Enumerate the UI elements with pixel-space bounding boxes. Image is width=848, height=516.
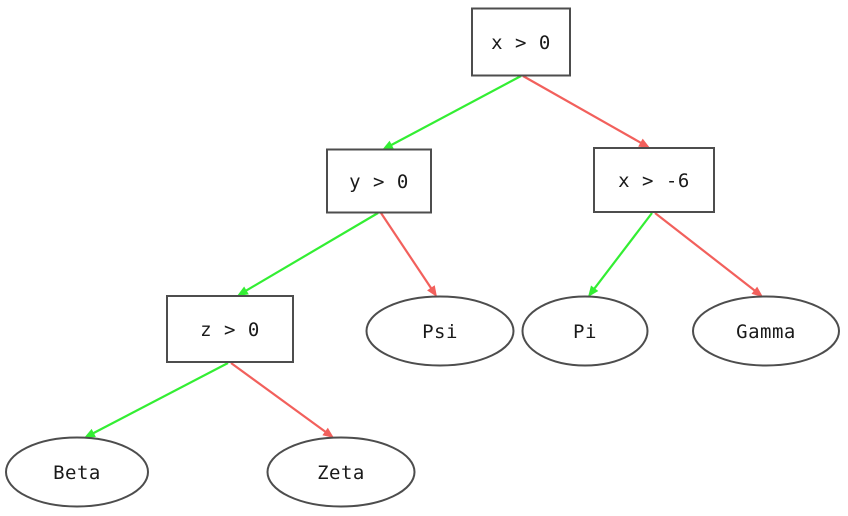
tree-edge-n0-n1 bbox=[382, 75, 522, 150]
decision-node-box[interactable] bbox=[166, 295, 294, 363]
leaf-node-ellipse[interactable] bbox=[5, 436, 149, 508]
tree-edge-n3-n8 bbox=[230, 362, 334, 438]
leaf-node-ellipse[interactable] bbox=[521, 295, 649, 367]
node-label: Psi bbox=[422, 321, 458, 343]
arrowhead-icon bbox=[84, 428, 96, 438]
decision-node-box[interactable] bbox=[593, 147, 715, 213]
tree-node-n7[interactable]: Beta bbox=[5, 436, 149, 508]
tree-node-n3[interactable]: z > 0 bbox=[166, 295, 294, 363]
node-label: y > 0 bbox=[349, 171, 409, 193]
decision-node-box[interactable] bbox=[326, 148, 432, 214]
edges-layer bbox=[84, 75, 763, 438]
node-label: Gamma bbox=[736, 321, 796, 343]
arrowhead-icon bbox=[751, 286, 763, 297]
node-label: x > 0 bbox=[491, 32, 551, 54]
arrowhead-icon bbox=[588, 285, 599, 297]
tree-node-n1[interactable]: y > 0 bbox=[326, 148, 432, 214]
edge-line-true-branch bbox=[91, 362, 229, 435]
leaf-node-ellipse[interactable] bbox=[692, 295, 840, 367]
edge-line-true-branch bbox=[389, 75, 522, 147]
edge-line-true-branch bbox=[592, 212, 653, 291]
decision-node-box[interactable] bbox=[471, 7, 571, 77]
edge-line-false-branch bbox=[380, 212, 433, 291]
node-label: z > 0 bbox=[200, 319, 260, 341]
tree-edge-n1-n3 bbox=[237, 212, 379, 296]
tree-edge-n2-n6 bbox=[654, 212, 763, 297]
edge-line-false-branch bbox=[522, 75, 643, 145]
node-label: Pi bbox=[573, 321, 597, 343]
tree-node-n8[interactable]: Zeta bbox=[266, 436, 416, 508]
tree-edge-n2-n5 bbox=[588, 212, 653, 297]
tree-node-n6[interactable]: Gamma bbox=[692, 295, 840, 367]
arrowhead-icon bbox=[382, 140, 394, 150]
node-label: x > -6 bbox=[618, 170, 690, 192]
arrowhead-icon bbox=[638, 138, 650, 148]
node-label: Beta bbox=[53, 462, 101, 484]
leaf-node-ellipse[interactable] bbox=[266, 436, 416, 508]
edge-line-false-branch bbox=[654, 212, 757, 293]
tree-edge-n1-n4 bbox=[380, 212, 437, 297]
tree-node-n4[interactable]: Psi bbox=[365, 295, 515, 367]
leaf-node-ellipse[interactable] bbox=[365, 295, 515, 367]
edge-line-false-branch bbox=[230, 362, 328, 434]
tree-edge-n0-n2 bbox=[522, 75, 650, 148]
node-label: Zeta bbox=[317, 462, 365, 484]
edge-line-true-branch bbox=[244, 212, 379, 293]
arrowhead-icon bbox=[427, 285, 437, 297]
tree-node-n0[interactable]: x > 0 bbox=[471, 7, 571, 77]
arrowhead-icon bbox=[322, 427, 334, 438]
arrowhead-icon bbox=[237, 286, 249, 296]
tree-edge-n3-n7 bbox=[84, 362, 229, 438]
tree-node-n2[interactable]: x > -6 bbox=[593, 147, 715, 213]
tree-node-n5[interactable]: Pi bbox=[521, 295, 649, 367]
